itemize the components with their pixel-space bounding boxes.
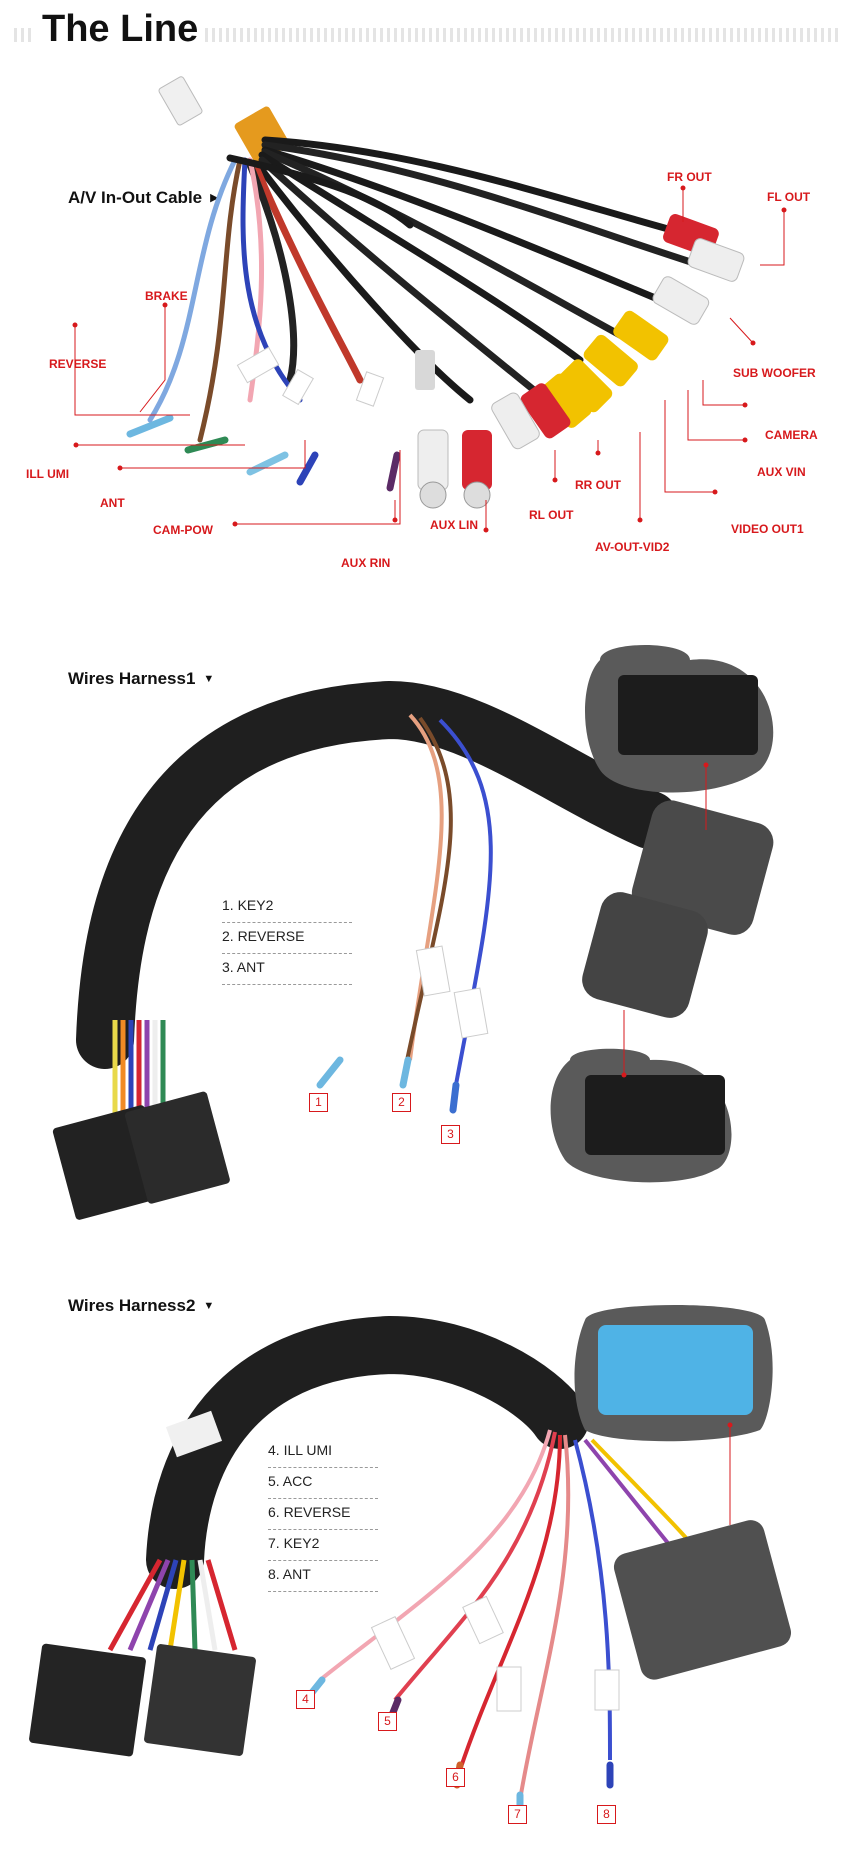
list-item: 6. REVERSE	[268, 1499, 378, 1530]
header-dots-left	[14, 28, 32, 42]
page-title: The Line	[42, 8, 199, 50]
number-tag-4: 4	[296, 1690, 315, 1709]
list-item: 2. REVERSE	[222, 923, 352, 954]
section-title-harness2: Wires Harness2▼	[68, 1296, 215, 1315]
callout-ant: ANT	[100, 496, 125, 510]
harness1-photo	[52, 645, 774, 1220]
callout-sub-woofer: SUB WOOFER	[733, 366, 816, 380]
triangle-right-icon: ▶	[210, 192, 219, 204]
number-tag-6: 6	[446, 1768, 465, 1787]
callout-ill-umi: ILL UMI	[26, 467, 70, 481]
number-tag-1: 1	[309, 1093, 328, 1112]
list-item: 8. ANT	[268, 1561, 378, 1592]
harness1-list: 1. KEY2 2. REVERSE 3. ANT	[222, 892, 352, 985]
list-item: 3. ANT	[222, 954, 352, 985]
number-tag-7: 7	[508, 1805, 527, 1824]
number-tag-2: 2	[392, 1093, 411, 1112]
triangle-down-icon: ▼	[203, 673, 215, 685]
callout-aux-lin: AUX LIN	[430, 518, 478, 532]
number-tag-8: 8	[597, 1805, 616, 1824]
av-leader-lines	[74, 188, 785, 530]
callout-fl-out: FL OUT	[767, 190, 811, 204]
harness2-photo	[29, 1305, 792, 1819]
callout-camera: CAMERA	[765, 428, 818, 442]
number-tag-3: 3	[441, 1125, 460, 1144]
callout-aux-rin: AUX RIN	[341, 556, 391, 570]
section-title-av: A/V In-Out Cable▶	[68, 188, 219, 207]
harness2-list: 4. ILL UMI 5. ACC 6. REVERSE 7. KEY2 8. …	[268, 1437, 378, 1592]
callout-video-out1: VIDEO OUT1	[731, 522, 804, 536]
callout-reverse: REVERSE	[49, 357, 107, 371]
callout-av-out-vid2: AV-OUT-VID2	[595, 540, 670, 554]
list-item: 1. KEY2	[222, 892, 352, 923]
callout-rl-out: RL OUT	[529, 508, 574, 522]
list-item: 4. ILL UMI	[268, 1437, 378, 1468]
callout-aux-vin: AUX VIN	[757, 465, 806, 479]
header-dots-right	[205, 28, 840, 42]
callout-rr-out: RR OUT	[575, 478, 621, 492]
list-item: 5. ACC	[268, 1468, 378, 1499]
triangle-down-icon: ▼	[203, 1300, 215, 1312]
number-tag-5: 5	[378, 1712, 397, 1731]
av-cable-photo	[126, 76, 745, 509]
section-title-harness1: Wires Harness1▼	[68, 669, 215, 688]
callout-cam-pow: CAM-POW	[153, 523, 213, 537]
list-item: 7. KEY2	[268, 1530, 378, 1561]
callout-fr-out: FR OUT	[667, 170, 712, 184]
callout-brake: BRAKE	[145, 289, 188, 303]
